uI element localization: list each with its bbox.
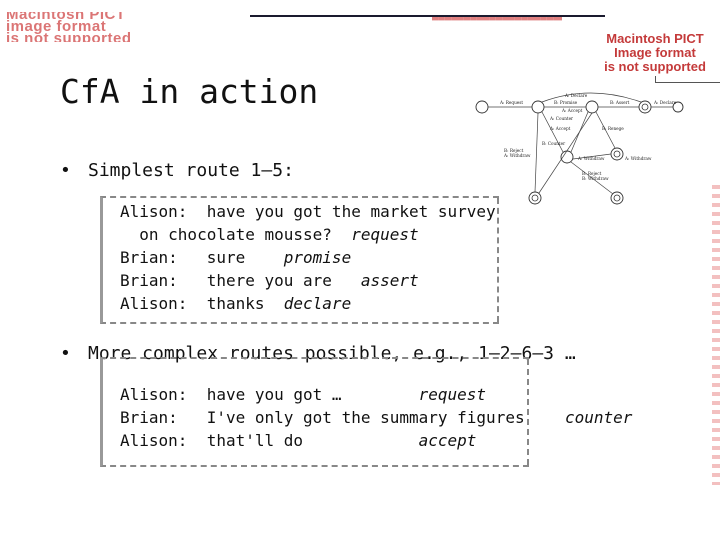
bullet-item: • Simplest route 1–5: <box>60 160 294 181</box>
bullet-dot: • <box>60 343 71 364</box>
speech-act-counter: counter <box>565 408 633 427</box>
dialog-2: Alison: have you got … request Brian: I'… <box>120 383 525 452</box>
dialog-text: have you got the market survey <box>206 202 496 221</box>
diagram-edge-label: A: Accept <box>561 108 583 113</box>
placeholder-line: is not supported <box>6 30 132 42</box>
bullet-dot: • <box>60 160 71 181</box>
dialog-line: Brian: there you are assert <box>120 269 496 292</box>
dialog-line: Alison: thanks declare <box>120 292 496 315</box>
diagram-edge-label: A: Declare <box>564 93 588 98</box>
dialog-text: that'll do <box>206 431 304 450</box>
dialog-text: there you are <box>206 271 332 290</box>
diagram-edge-label: A: Withdraw <box>503 153 531 158</box>
speech-act: accept <box>418 431 477 450</box>
dialog-text: I've only got the summary figures <box>206 408 525 427</box>
diagram-edge-label: A: Withdraw <box>624 156 652 161</box>
diagram-edge-label: A: Accept <box>549 126 571 131</box>
dialog-line: Brian: sure promise <box>120 246 496 269</box>
diagram-edge-label: B: Promise <box>554 100 578 105</box>
diagram-edge-label: B: Withdraw <box>582 176 609 181</box>
pink-text-fragment: ▀▀▀▀▀▀▀▀▀▀▀▀▀▀▀▀▀▀▀▀▀▀ <box>432 17 562 23</box>
diagram-edge-label: A: Declare <box>653 100 677 105</box>
dialog-line: Alison: that'll do accept <box>120 429 525 452</box>
speech-act: request <box>418 385 487 404</box>
dialog-box-1 <box>100 196 499 324</box>
image-placeholder-right: Macintosh PICT Image format is not suppo… <box>590 31 720 74</box>
dialog-line: Alison: have you got the market survey <box>120 200 496 223</box>
placeholder-fragment <box>712 185 720 485</box>
placeholder-border <box>655 76 656 83</box>
diagram-node <box>531 100 545 114</box>
dialog-1: Alison: have you got the market survey o… <box>120 200 496 315</box>
diagram-edge-label: B: Reject <box>582 171 602 176</box>
dialog-line: Alison: have you got … request <box>120 383 525 406</box>
placeholder-line: is not supported <box>604 59 706 74</box>
diagram-node <box>585 100 599 114</box>
dialog-text: Alison: <box>120 385 188 404</box>
speech-act: request <box>351 225 419 244</box>
top-rule <box>250 15 605 17</box>
bullet-text: Simplest route 1–5: <box>88 160 294 181</box>
dialog-text: Brian: <box>120 248 178 267</box>
diagram-edge-label: A: Request <box>499 100 523 105</box>
speech-act: declare <box>283 294 352 313</box>
dialog-text: Brian: <box>120 408 178 427</box>
dialog-text: Brian: <box>120 271 178 290</box>
placeholder-line: Macintosh PICT <box>606 31 704 46</box>
dialog-line: on chocolate mousse? request <box>120 223 496 246</box>
diagram-edge-label: B: Assert <box>610 100 630 105</box>
image-placeholder-top: Macintosh PICT image format is not suppo… <box>0 12 250 42</box>
diagram-edge-label: A: Counter <box>549 116 573 121</box>
dialog-text: thanks <box>206 294 265 313</box>
diagram-edge-label: B: Renege <box>602 126 624 131</box>
placeholder-border <box>655 82 720 83</box>
diagram-edge-label: A: Withdraw <box>577 156 605 161</box>
placeholder-line: Image format <box>614 45 696 60</box>
cfa-state-diagram: A: Declare A: Request B: Promise B: Asse… <box>475 92 684 205</box>
dialog-text: Alison: <box>120 294 188 313</box>
placeholder-line: Macintosh PICT <box>6 12 126 23</box>
diagram-edge-label: B: Counter <box>542 141 565 146</box>
dialog-text: sure <box>206 248 246 267</box>
diagram-node <box>475 100 489 114</box>
dialog-text: Alison: <box>120 202 188 221</box>
dialog-text: Alison: <box>120 431 188 450</box>
placeholder-line: image format <box>6 18 107 35</box>
dialog-text: on chocolate mousse? <box>139 225 332 244</box>
dialog-text: have you got … <box>206 385 342 404</box>
speech-act: assert <box>360 271 419 290</box>
slide-title: CfA in action <box>60 72 319 111</box>
dialog-box-2 <box>100 357 529 467</box>
diagram-edge-label: B: Reject <box>504 148 524 153</box>
dialog-line: Brian: I've only got the summary figures <box>120 406 525 429</box>
speech-act: promise <box>283 248 352 267</box>
